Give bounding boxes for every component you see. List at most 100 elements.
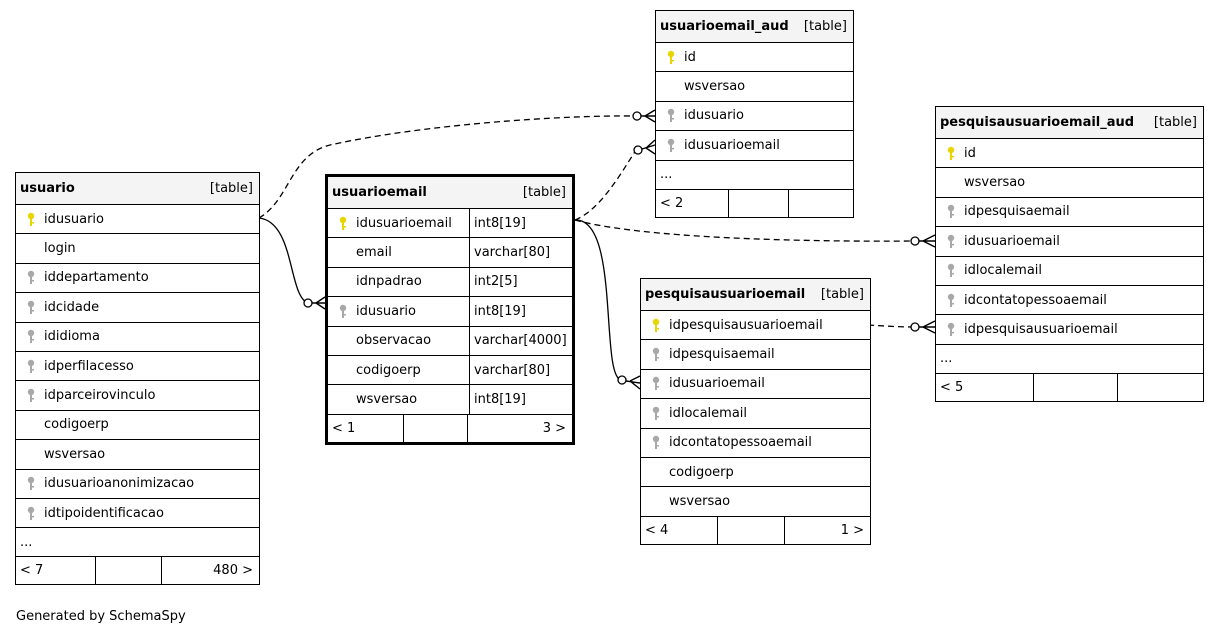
column-row[interactable]: wsversao int8[19] <box>328 385 572 415</box>
column-name-cell: idcontatopessoaemail <box>936 286 1203 314</box>
column-row[interactable]: wsversao <box>641 487 870 517</box>
parents-count[interactable]: < 1 <box>328 414 404 442</box>
column-row[interactable]: idusuarioemail <box>641 370 870 400</box>
children-count[interactable] <box>789 190 853 217</box>
column-row[interactable]: idusuario <box>16 205 259 235</box>
children-count[interactable]: 1 > <box>840 522 864 538</box>
footer-middle <box>404 414 468 442</box>
table-header: usuarioemail_aud [table] <box>656 11 853 43</box>
column-name-cell: idcontatopessoaemail <box>641 429 870 457</box>
column-name-cell: idusuario <box>328 297 469 325</box>
table-usuarioemail-aud[interactable]: usuarioemail_aud [table] id wsversao idusu… <box>655 10 854 218</box>
parents-count[interactable]: < 7 <box>16 557 96 585</box>
column-row[interactable]: idtipoidentificacao <box>16 499 259 529</box>
column-name: idparceirovinculo <box>44 388 156 404</box>
parents-count[interactable]: < 4 <box>641 516 718 544</box>
column-row[interactable]: idusuarioanonimizacao <box>16 470 259 499</box>
footer-middle <box>1034 373 1118 401</box>
column-name: wsversao <box>356 392 418 408</box>
foreign-key-icon <box>22 476 40 491</box>
column-name-cell: email <box>328 238 469 266</box>
column-name-cell: idcidade <box>16 293 259 321</box>
column-row[interactable]: idperfilacesso <box>16 352 259 382</box>
column-row[interactable]: iddepartamento <box>16 264 259 294</box>
foreign-key-icon <box>662 138 680 153</box>
children-count[interactable]: 3 > <box>542 420 566 436</box>
column-type: int8[19] <box>469 385 572 414</box>
column-row[interactable]: codigoerp <box>16 411 259 441</box>
column-row[interactable]: idpesquisausuarioemail <box>641 311 870 341</box>
column-row[interactable]: id <box>656 43 853 73</box>
table-header: pesquisausuarioemail_aud [table] <box>936 107 1203 139</box>
crow-foot <box>919 320 936 334</box>
column-row[interactable]: wsversao <box>936 168 1203 198</box>
column-name: email <box>356 245 392 261</box>
column-row[interactable]: id <box>936 139 1203 169</box>
foreign-key-icon <box>942 322 960 337</box>
parents-count[interactable]: < 5 <box>936 373 1034 401</box>
foreign-key-icon <box>942 204 960 219</box>
column-name-cell: idlocalemail <box>936 257 1203 285</box>
crow-foot <box>625 375 641 390</box>
foreign-key-icon <box>942 234 960 249</box>
column-row[interactable]: idlocalemail <box>641 399 870 429</box>
column-type: varchar[4000] <box>469 326 572 355</box>
column-name: idusuario <box>684 108 744 124</box>
column-row[interactable]: idlocalemail <box>936 257 1203 286</box>
column-name: wsversao <box>684 79 746 95</box>
crow-foot <box>919 234 936 248</box>
primary-key-icon <box>662 50 680 65</box>
column-row[interactable]: login <box>16 234 259 264</box>
column-name-cell: idpesquisaemail <box>641 340 870 368</box>
column-name-cell: idusuarioemail <box>641 370 870 398</box>
primary-key-icon <box>22 212 40 227</box>
children-count[interactable]: 480 > <box>213 563 253 579</box>
column-row[interactable]: idpesquisaemail <box>641 340 870 370</box>
column-row[interactable]: idcidade <box>16 293 259 323</box>
column-row[interactable]: idcontatopessoaemail <box>936 286 1203 316</box>
column-row[interactable]: wsversao <box>16 440 259 470</box>
column-name: codigoerp <box>669 464 734 480</box>
column-name: codigoerp <box>44 417 109 433</box>
table-name: usuario <box>20 181 75 196</box>
column-row[interactable]: idcontatopessoaemail <box>641 429 870 458</box>
table-type: [table] <box>820 287 864 302</box>
column-row[interactable]: idpesquisausuarioemail <box>936 315 1203 345</box>
column-name: idpesquisaemail <box>964 204 1070 220</box>
column-row[interactable]: codigoerp <box>641 458 870 488</box>
column-row[interactable]: idusuario <box>656 102 853 132</box>
edge-end-circle <box>910 322 920 332</box>
column-name: idpesquisausuarioemail <box>669 317 823 333</box>
table-pesquisausuarioemail[interactable]: pesquisausuarioemail [table] idpesquisau… <box>640 278 871 545</box>
column-name: idusuarioemail <box>356 215 452 231</box>
parents-count[interactable]: < 2 <box>656 189 729 217</box>
column-row[interactable]: wsversao <box>656 72 853 102</box>
column-row[interactable]: idusuarioemail <box>936 227 1203 257</box>
column-name: idusuarioemail <box>669 376 765 392</box>
primary-key-icon <box>942 146 960 161</box>
column-name: idusuario <box>44 211 104 227</box>
column-row[interactable]: idpesquisaemail <box>936 198 1203 228</box>
column-name-cell: wsversao <box>936 168 1203 196</box>
column-name-cell: idpesquisausuarioemail <box>641 311 870 339</box>
column-row[interactable]: idusuarioemail <box>656 131 853 161</box>
column-name-cell: codigoerp <box>328 356 469 384</box>
table-header: pesquisausuarioemail [table] <box>641 279 870 311</box>
column-name-cell: idusuarioemail <box>328 209 469 237</box>
footer-middle <box>718 516 785 544</box>
column-name-cell: wsversao <box>641 487 870 515</box>
foreign-key-icon <box>662 108 680 123</box>
column-row[interactable]: ididioma <box>16 323 259 352</box>
foreign-key-icon <box>647 435 665 450</box>
column-row[interactable]: idparceirovinculo <box>16 381 259 411</box>
children-count[interactable] <box>1118 374 1203 401</box>
